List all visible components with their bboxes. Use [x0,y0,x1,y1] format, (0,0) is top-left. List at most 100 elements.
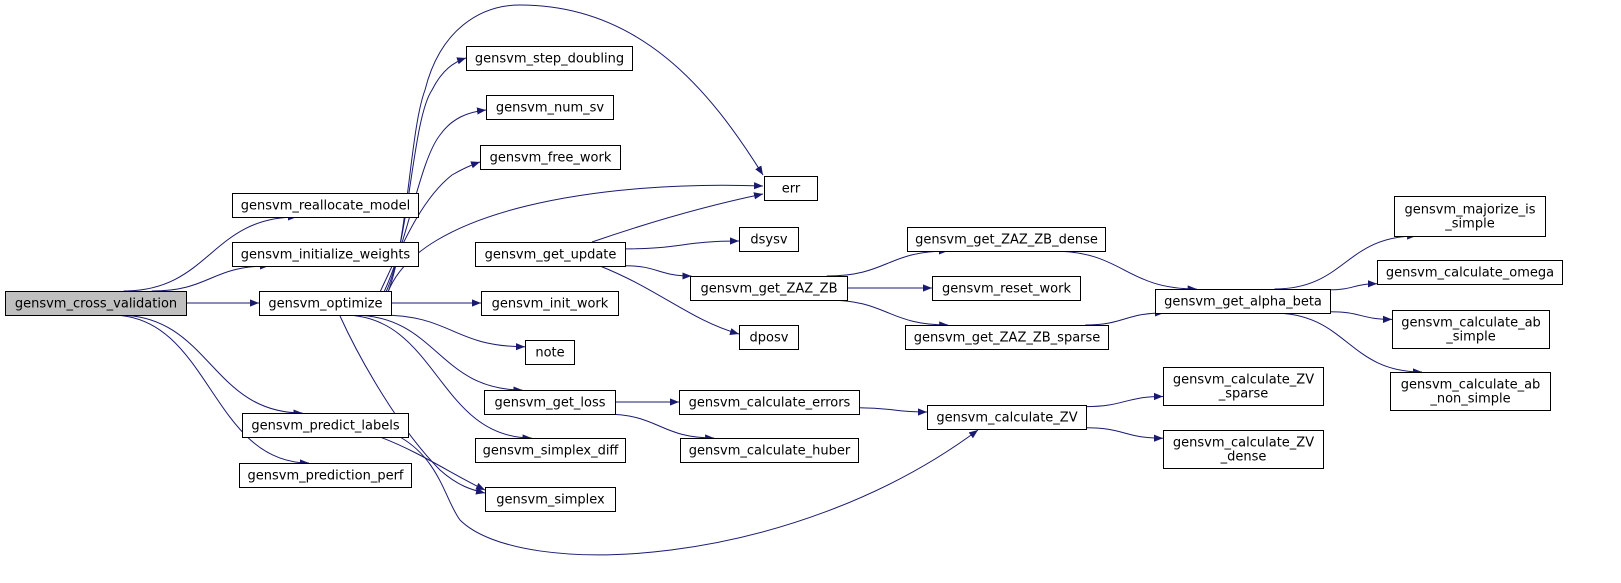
edge-calculate-ZV-to-calculate-ZV-sparse [1085,392,1164,408]
node-prediction-perf[interactable]: gensvm_prediction_perf [239,463,412,488]
node-get-update[interactable]: gensvm_get_update [475,242,626,267]
edge-get-update-to-dsysv [624,237,740,250]
node-calculate-ZV-dense[interactable]: gensvm_calculate_ZV_dense [1163,430,1324,469]
node-calculate-ZV-sparse[interactable]: gensvm_calculate_ZV_sparse [1163,367,1324,406]
node-box [1392,310,1550,349]
node-box [739,325,799,350]
node-label: gensvm_prediction_perf [247,469,403,484]
node-calculate-ab-simple[interactable]: gensvm_calculate_ab_simple [1392,310,1550,349]
node-label: gensvm_simplex_diff [483,444,620,459]
node-init-work[interactable]: gensvm_init_work [481,291,619,316]
edge-cross-validation-to-reallocate-model [123,213,297,292]
node-label: gensvm_simplex [496,493,605,508]
node-label: gensvm_optimize [268,297,382,312]
node-label: gensvm_cross_validation [15,297,177,312]
node-get-ZAZ-ZB[interactable]: gensvm_get_ZAZ_ZB [690,276,848,301]
node-label: gensvm_free_work [490,151,612,166]
edge-get-ZAZ-ZB-dense-to-get-alpha-beta [1051,250,1197,293]
node-get-ZAZ-ZB-sparse[interactable]: gensvm_get_ZAZ_ZB_sparse [905,325,1109,350]
node-label: dposv [750,331,789,346]
node-box [739,227,799,252]
node-label: _simple [1445,330,1495,345]
node-box [690,276,848,301]
node-predict-labels[interactable]: gensvm_predict_labels [242,413,409,438]
node-label: gensvm_get_alpha_beta [1164,295,1322,310]
node-label: gensvm_get_ZAZ_ZB_dense [915,233,1098,248]
node-calculate-huber[interactable]: gensvm_calculate_huber [680,438,859,463]
node-step-doubling[interactable]: gensvm_step_doubling [466,46,633,71]
node-label: note [535,346,564,361]
edge-get-update-to-err [591,192,764,243]
node-box [232,193,419,218]
node-label: gensvm_calculate_omega [1386,266,1554,281]
node-err[interactable]: err [764,176,818,201]
node-label: gensvm_predict_labels [251,419,399,434]
node-num-sv[interactable]: gensvm_num_sv [486,95,614,120]
node-label: gensvm_reset_work [942,282,1071,297]
node-reset-work[interactable]: gensvm_reset_work [932,276,1081,301]
node-label: gensvm_calculate_huber [689,444,851,459]
node-label: gensvm_calculate_errors [689,396,851,411]
node-free-work[interactable]: gensvm_free_work [480,145,621,170]
node-calculate-ab-non-simple[interactable]: gensvm_calculate_ab_non_simple [1390,372,1551,411]
node-box [679,390,860,415]
node-box [259,291,392,316]
node-label: gensvm_get_ZAZ_ZB_sparse [914,331,1101,346]
node-calculate-omega[interactable]: gensvm_calculate_omega [1377,260,1563,285]
node-box [1377,260,1563,285]
edge-predict-labels-to-simplex [379,436,486,491]
node-get-alpha-beta[interactable]: gensvm_get_alpha_beta [1155,289,1331,314]
node-box [239,463,412,488]
node-get-ZAZ-ZB-dense[interactable]: gensvm_get_ZAZ_ZB_dense [907,227,1106,252]
edge-optimize-to-simplex [339,315,486,495]
edge-calculate-ZV-to-calculate-ZV-dense [1085,427,1164,442]
node-dposv[interactable]: dposv [739,325,799,350]
edge-get-alpha-beta-to-calculate-ab-simple [1329,311,1393,323]
node-label: gensvm_get_ZAZ_ZB [701,282,838,297]
node-box [1163,367,1324,406]
node-note[interactable]: note [525,340,575,365]
node-box [481,291,619,316]
node-label: dsysv [750,233,787,248]
node-label: gensvm_majorize_is [1405,203,1536,218]
node-box [907,227,1106,252]
node-box [480,145,621,170]
node-label: gensvm_initialize_weights [241,248,411,263]
node-box [242,413,409,438]
edge-get-update-to-dposv [599,265,740,335]
node-calculate-ZV[interactable]: gensvm_calculate_ZV [927,405,1087,430]
node-label: err [782,182,801,197]
node-box [927,405,1087,430]
node-cross-validation[interactable]: gensvm_cross_validation [5,291,187,316]
node-label: gensvm_step_doubling [475,52,624,67]
node-calculate-errors[interactable]: gensvm_calculate_errors [679,390,860,415]
edge-optimize-to-free-work [379,161,481,293]
node-box [475,242,626,267]
node-label: gensvm_reallocate_model [241,199,411,214]
node-reallocate-model[interactable]: gensvm_reallocate_model [232,193,419,218]
node-box [5,291,187,316]
node-label: _dense [1220,450,1267,465]
node-majorize-is-simple[interactable]: gensvm_majorize_is_simple [1394,196,1546,237]
node-label: gensvm_init_work [492,297,609,312]
edge-optimize-to-note [379,314,526,351]
node-box [232,242,419,267]
node-box [466,46,633,71]
node-label: _non_simple [1429,392,1510,407]
node-simplex[interactable]: gensvm_simplex [485,487,616,512]
edge-cross-validation-to-prediction-perf [111,314,310,467]
node-optimize[interactable]: gensvm_optimize [259,291,392,316]
node-dsysv[interactable]: dsysv [739,227,799,252]
node-simplex-diff[interactable]: gensvm_simplex_diff [475,438,626,463]
edge-cross-validation-to-predict-labels [118,314,303,417]
node-box [905,325,1109,350]
edge-optimize-to-get-update [387,182,764,293]
edge-optimize-to-simplex-diff [343,314,532,442]
node-get-loss[interactable]: gensvm_get_loss [484,390,616,415]
node-initialize-weights[interactable]: gensvm_initialize_weights [232,242,419,267]
node-box [475,438,626,463]
edge-get-alpha-beta-to-calculate-ab-non-simple [1272,312,1423,376]
edge-get-ZAZ-ZB-sparse-to-get-alpha-beta [1085,309,1164,326]
node-box [485,487,616,512]
